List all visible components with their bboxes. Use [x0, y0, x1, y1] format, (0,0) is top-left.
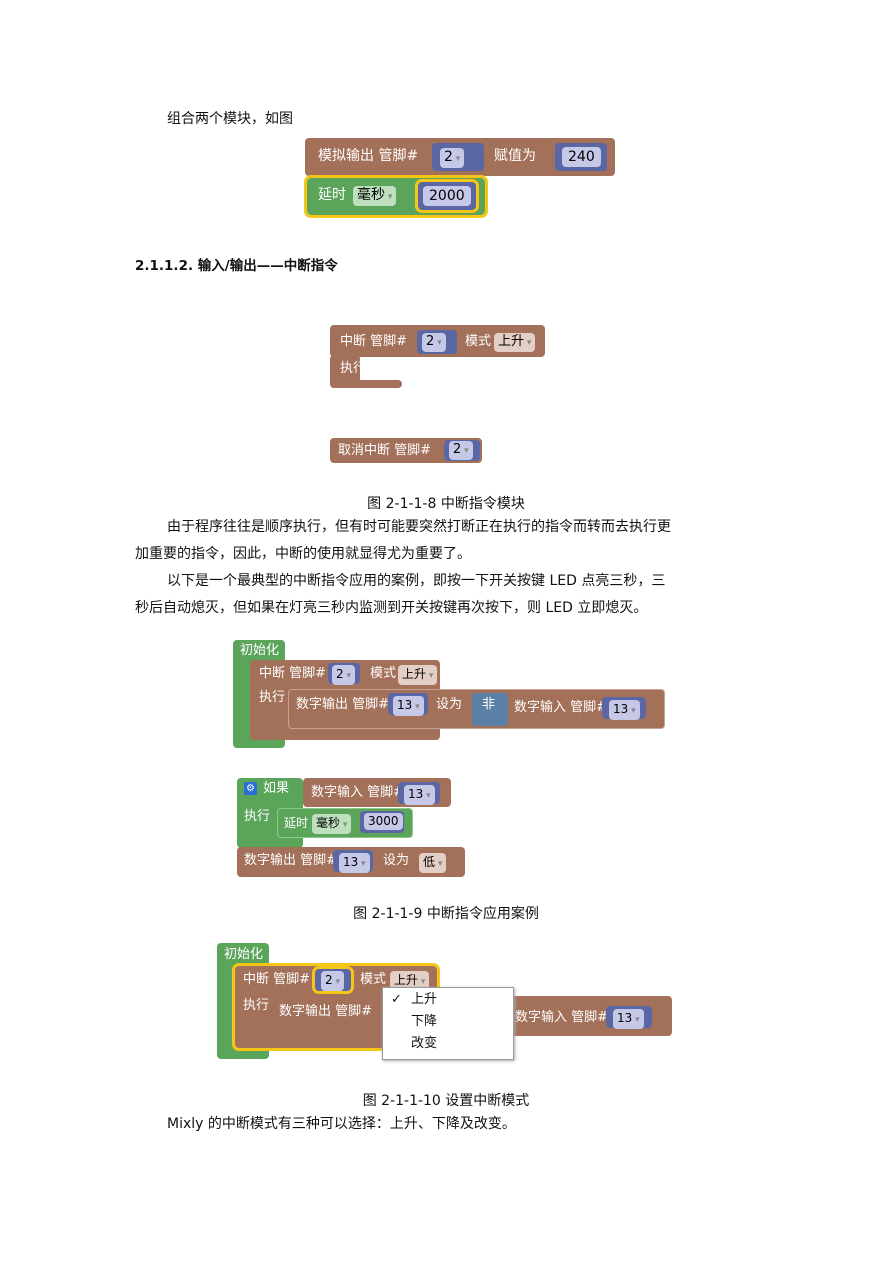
block-label: 模式	[370, 666, 397, 681]
paragraph-line: Mixly 的中断模式有三种可以选择：上升、下降及改变。	[167, 1116, 516, 1132]
unit-dropdown[interactable]: 毫秒	[353, 186, 397, 206]
check-icon: ✓	[391, 992, 402, 1007]
menu-item-rising[interactable]: ✓ 上升	[383, 989, 513, 1011]
delay-value-field[interactable]: 2000	[423, 186, 471, 206]
menu-item-label: 上升	[411, 992, 438, 1007]
menu-item-falling[interactable]: 下降	[383, 1011, 513, 1033]
menu-item-label: 下降	[411, 1014, 438, 1029]
pin-dropdown[interactable]: 2	[449, 441, 473, 460]
block-label: 初始化	[240, 643, 280, 658]
block-label: 如果	[263, 781, 290, 796]
block-label: 设为	[436, 697, 463, 712]
mode-dropdown[interactable]: 上升	[398, 665, 438, 685]
block-label: 执行	[243, 998, 270, 1013]
pin-dropdown[interactable]: 2	[440, 148, 465, 168]
mode-dropdown[interactable]: 上升	[494, 333, 536, 352]
block-label: 中断 管脚#	[243, 972, 311, 987]
block-label: 数字输入 管脚#	[515, 1010, 609, 1025]
block-label: 数字输入 管脚#	[311, 785, 405, 800]
mode-dropdown[interactable]: 上升	[390, 971, 430, 991]
paragraph-line: 加重要的指令，因此，中断的使用就显得尤为重要了。	[135, 546, 471, 562]
block-label: 初始化	[224, 947, 264, 962]
block-label: 执行	[244, 809, 271, 824]
block-label: 模式	[360, 972, 387, 987]
caption: 图 2-1-1-10 设置中断模式	[362, 1093, 530, 1109]
caption: 图 2-1-1-9 中断指令应用案例	[353, 906, 539, 922]
block-label: 执行	[259, 690, 286, 705]
block-label: 中断 管脚#	[340, 334, 408, 349]
mode-dropdown-menu: ✓ 上升 下降 改变	[382, 987, 514, 1060]
menu-item-label: 改变	[411, 1036, 438, 1051]
block-label: 模式	[465, 334, 492, 349]
caption: 图 2-1-1-8 中断指令模块	[367, 496, 525, 512]
not-block[interactable]	[472, 693, 508, 726]
block-label: 延时	[284, 816, 309, 830]
delay-value-field[interactable]: 3000	[364, 813, 403, 830]
interrupt-block-bottom	[330, 380, 402, 388]
block-label: 取消中断 管脚#	[338, 443, 432, 458]
gear-icon[interactable]: ⚙	[244, 782, 257, 795]
pin-dropdown[interactable]: 13	[393, 696, 424, 716]
pin-dropdown[interactable]: 13	[339, 853, 370, 873]
pin-dropdown[interactable]: 2	[321, 971, 345, 991]
block-label: 数字输入 管脚#	[514, 700, 608, 715]
paragraph-line: 以下是一个最典型的中断指令应用的案例，即按一下开关按键 LED 点亮三秒，三	[167, 573, 666, 589]
block-label: 执行	[340, 361, 367, 376]
pin-dropdown[interactable]: 2	[422, 333, 446, 352]
intro-text: 组合两个模块，如图	[167, 111, 293, 127]
level-dropdown[interactable]: 低	[419, 853, 447, 873]
pin-dropdown[interactable]: 13	[613, 1009, 644, 1029]
block-label: 数字输出 管脚#	[244, 853, 338, 868]
block-label: 非	[482, 697, 496, 712]
block-label: 中断 管脚#	[259, 666, 327, 681]
block-label: 赋值为	[494, 148, 536, 164]
menu-item-change[interactable]: 改变	[383, 1033, 513, 1055]
paragraph-line: 由于程序往往是顺序执行，但有时可能要突然打断正在执行的指令而转而去执行更	[167, 519, 671, 535]
unit-dropdown[interactable]: 毫秒	[312, 814, 352, 834]
pin-dropdown[interactable]: 2	[332, 665, 356, 685]
section-heading: 2.1.1.2. 输入/输出——中断指令	[135, 258, 338, 274]
block-label: 设为	[383, 853, 410, 868]
pin-dropdown[interactable]: 13	[404, 785, 435, 805]
block-label: 延时	[318, 187, 346, 203]
value-field[interactable]: 240	[562, 147, 601, 167]
block-label: 数字输出 管脚#	[279, 1004, 373, 1019]
block-label: 数字输出 管脚#	[296, 697, 390, 712]
paragraph-line: 秒后自动熄灭，但如果在灯亮三秒内监测到开关按键再次按下，则 LED 立即熄灭。	[135, 600, 648, 616]
block-label: 模拟输出 管脚#	[318, 148, 419, 164]
pin-dropdown[interactable]: 13	[609, 700, 640, 720]
